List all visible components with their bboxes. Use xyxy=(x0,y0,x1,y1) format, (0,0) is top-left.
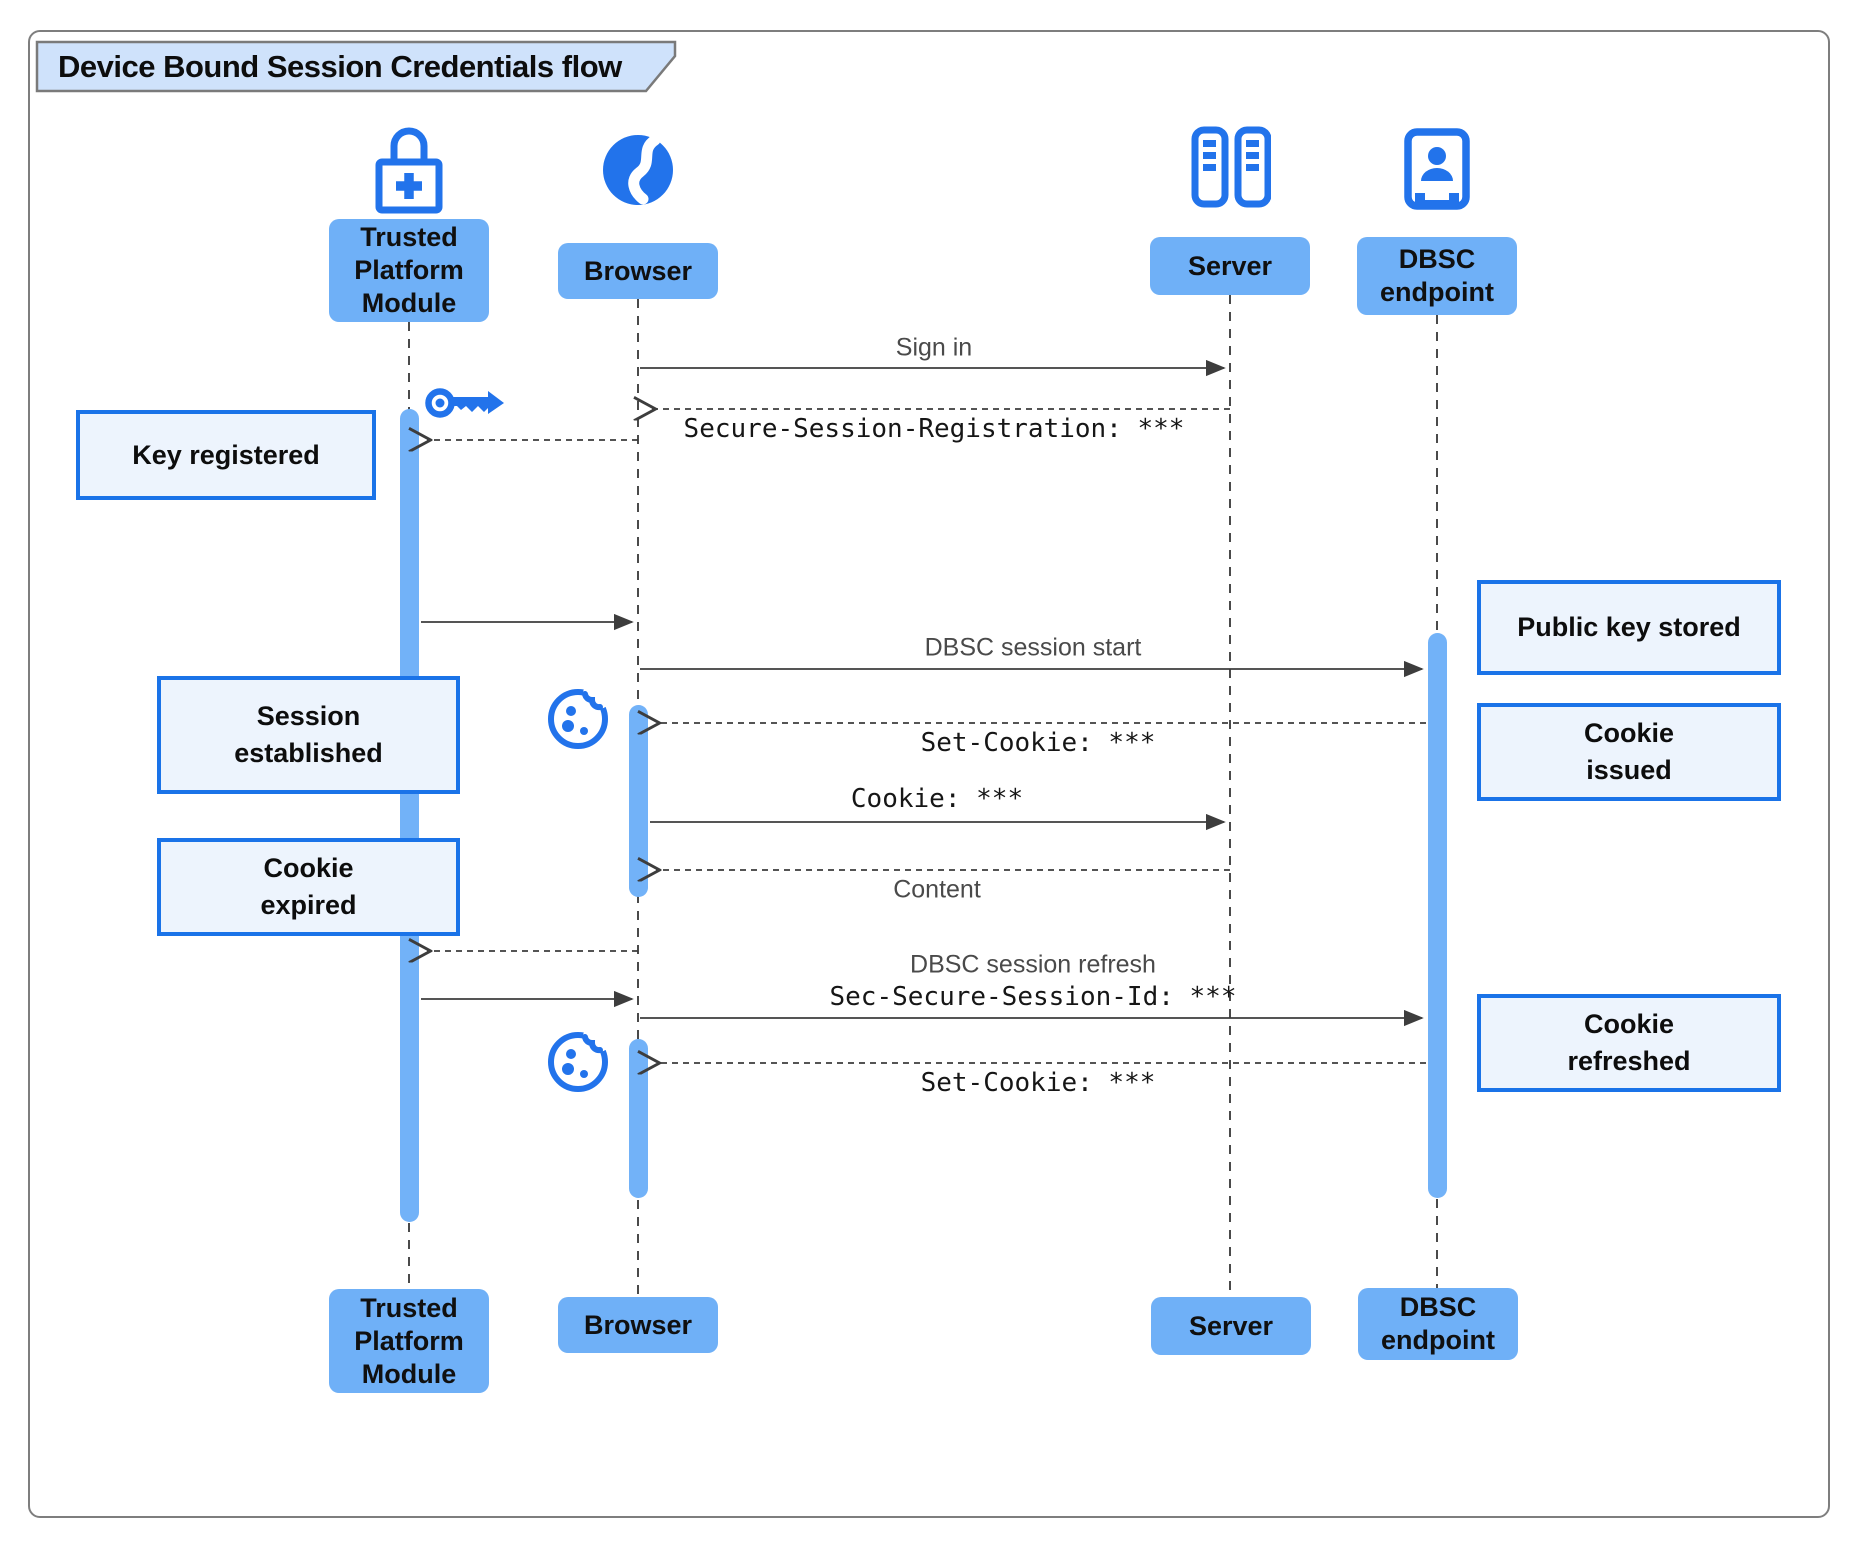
diagram-border xyxy=(28,30,1830,1518)
id-badge-icon xyxy=(1404,128,1470,210)
diagram-title: Device Bound Session Credentials flow xyxy=(58,49,622,84)
actor-top-dbsc: DBSC endpoint xyxy=(1357,237,1517,315)
activation-dbsc xyxy=(1428,633,1447,1198)
note-cookie-expired: Cookie expired xyxy=(157,838,460,936)
lock-plus-icon xyxy=(375,127,443,214)
activation-tpm xyxy=(400,409,419,1222)
globe-icon xyxy=(603,134,673,205)
actor-bottom-tpm: Trusted Platform Module xyxy=(329,1289,489,1393)
message-label-sec-secure-session-id: Sec-Secure-Session-Id: *** xyxy=(829,982,1237,1012)
note-public-key-stored: Public key stored xyxy=(1477,580,1781,675)
note-key-registered: Key registered xyxy=(76,410,376,500)
message-label-sign-in: Sign in xyxy=(895,333,973,362)
server-rack-icon xyxy=(1191,126,1271,208)
message-label-secure-session-registration: Secure-Session-Registration: *** xyxy=(683,414,1185,444)
actor-top-server: Server xyxy=(1150,237,1310,295)
actor-bottom-server: Server xyxy=(1151,1297,1311,1355)
key-icon xyxy=(425,388,504,418)
message-label-dbsc-session-start: DBSC session start xyxy=(924,633,1142,662)
activation-browser-2 xyxy=(629,1039,648,1198)
note-cookie-issued: Cookie issued xyxy=(1477,703,1781,801)
actor-top-browser: Browser xyxy=(558,243,718,299)
message-label-cookie: Cookie: *** xyxy=(850,784,1024,814)
cookie-icon xyxy=(548,1023,613,1092)
actor-top-tpm: Trusted Platform Module xyxy=(329,219,489,322)
message-label-dbsc-session-refresh: DBSC session refresh xyxy=(910,950,1156,979)
message-label-set-cookie-2: Set-Cookie: *** xyxy=(920,1068,1156,1098)
title-tab xyxy=(35,40,677,93)
actor-bottom-browser: Browser xyxy=(558,1297,718,1353)
cookie-icon xyxy=(548,680,613,749)
message-label-set-cookie-1: Set-Cookie: *** xyxy=(920,728,1156,758)
actor-bottom-dbsc: DBSC endpoint xyxy=(1358,1288,1518,1360)
activation-browser-1 xyxy=(629,705,648,897)
message-label-content: Content xyxy=(893,875,981,904)
note-cookie-refreshed: Cookie refreshed xyxy=(1477,994,1781,1092)
note-session-established: Session established xyxy=(157,676,460,794)
